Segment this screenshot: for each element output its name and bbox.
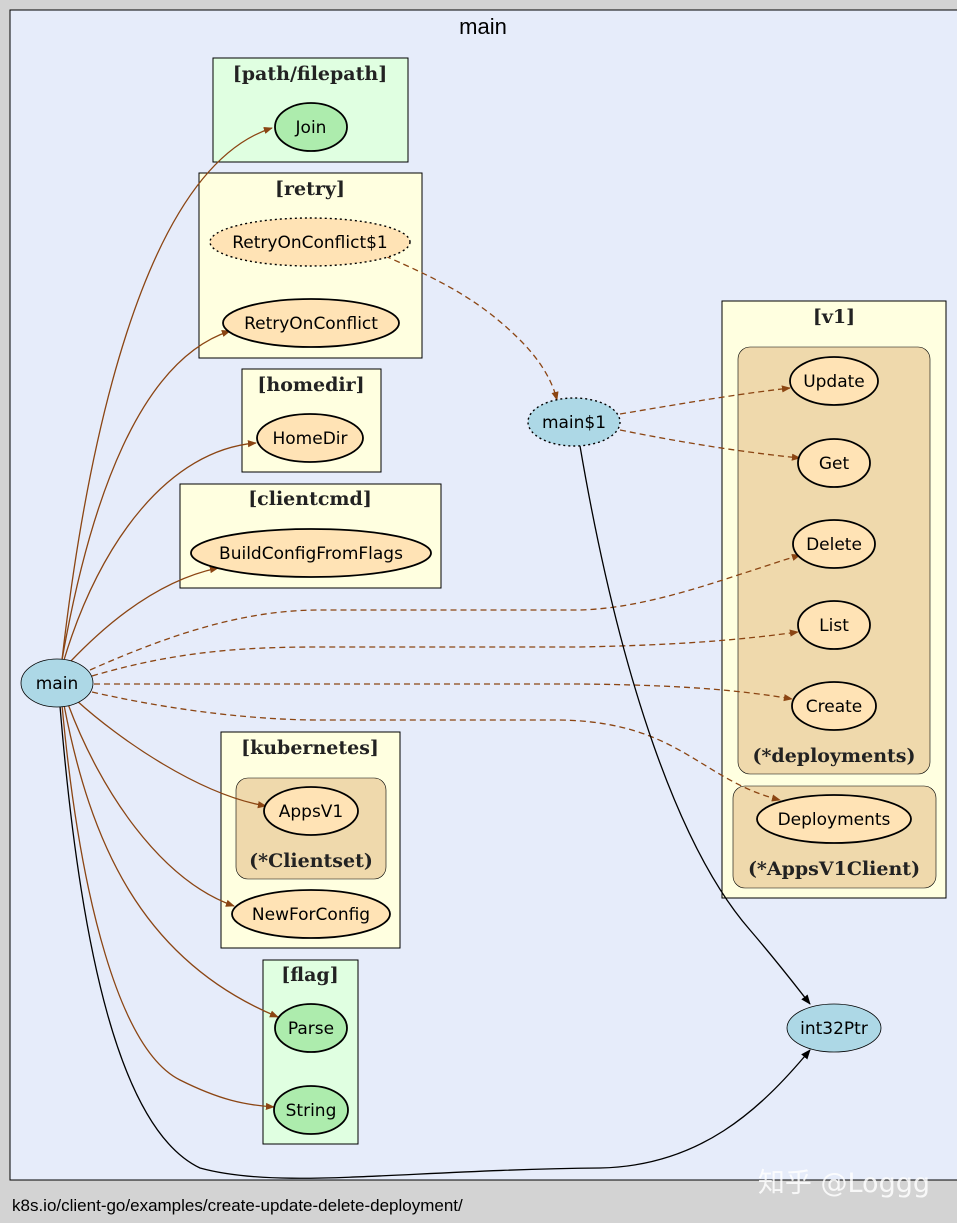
edge-main-create	[94, 683, 793, 702]
edge-main-homedir	[63, 440, 257, 661]
node-label: AppsV1	[279, 802, 344, 822]
node-update[interactable]: Update	[789, 356, 879, 406]
node-parse[interactable]: Parse	[274, 1003, 348, 1053]
edge-main-deployments	[91, 691, 781, 802]
node-appsv1[interactable]: AppsV1	[263, 786, 359, 836]
node-retryonconflict[interactable]: RetryOnConflict	[222, 298, 400, 348]
node-get[interactable]: Get	[797, 438, 871, 488]
node-label: Create	[806, 697, 863, 717]
edge-main-list	[91, 629, 799, 677]
node-label: Delete	[806, 535, 862, 555]
node-label: Deployments	[778, 810, 891, 830]
edge-main-newforconfig	[67, 703, 235, 907]
node-label: main$1	[542, 413, 606, 433]
node-homedir[interactable]: HomeDir	[256, 413, 364, 463]
edge-retry1-main1	[384, 255, 559, 401]
edge-main-parse	[63, 704, 279, 1018]
node-newforconfig[interactable]: NewForConfig	[231, 889, 391, 939]
node-label: HomeDir	[272, 429, 347, 449]
node-label: Update	[803, 372, 865, 392]
cluster-label: [homedir]	[257, 374, 364, 396]
edge-main1-update	[619, 385, 791, 415]
cluster-label: [retry]	[275, 178, 345, 200]
node-label: Join	[295, 118, 327, 138]
node-deployments[interactable]: Deployments	[756, 794, 912, 844]
node-label: NewForConfig	[252, 905, 370, 925]
cluster-label: [kubernetes]	[241, 737, 379, 759]
cluster-label: (*Clientset)	[249, 850, 373, 872]
node-label: Parse	[288, 1019, 334, 1039]
edge-main-int32ptr	[59, 705, 811, 1179]
node-list[interactable]: List	[797, 600, 871, 650]
cluster-label: [clientcmd]	[248, 488, 372, 510]
edge-main1-get	[619, 429, 801, 461]
node-delete[interactable]: Delete	[792, 519, 876, 569]
node-join[interactable]: Join	[274, 102, 348, 152]
node-label: BuildConfigFromFlags	[219, 544, 403, 564]
edge-main-appsv1	[75, 699, 267, 809]
edge-main-retry	[61, 330, 231, 661]
watermark: 知乎 @Loggg	[758, 1168, 930, 1199]
node-label: RetryOnConflict$1	[232, 233, 388, 253]
footer-path: k8s.io/client-go/examples/create-update-…	[12, 1196, 463, 1215]
node-int32ptr[interactable]: int32Ptr	[786, 1003, 882, 1053]
cluster-label: [v1]	[813, 306, 855, 328]
node-retryonconflict-1[interactable]: RetryOnConflict$1	[209, 217, 411, 267]
edge-main-build	[69, 566, 219, 663]
node-buildconfigfromflags[interactable]: BuildConfigFromFlags	[190, 528, 432, 578]
node-create[interactable]: Create	[791, 681, 877, 731]
edge-main-string	[61, 704, 275, 1111]
cluster-label: (*deployments)	[753, 745, 916, 767]
edge-main-join	[61, 127, 273, 661]
cluster-label: [path/filepath]	[233, 63, 387, 85]
edges	[59, 127, 811, 1179]
node-main-1[interactable]: main$1	[527, 397, 621, 447]
node-label: List	[819, 616, 849, 636]
node-label: Get	[819, 454, 850, 474]
node-string[interactable]: String	[273, 1085, 349, 1135]
node-label: String	[286, 1101, 337, 1121]
cluster-label: [flag]	[281, 964, 338, 986]
node-label: RetryOnConflict	[244, 314, 378, 334]
nodes: Join RetryOnConflict$1 RetryOnConflict H…	[20, 102, 912, 1135]
node-label: main	[36, 674, 78, 694]
edge-main1-int32ptr	[579, 445, 811, 1005]
node-label: int32Ptr	[800, 1019, 868, 1039]
diagram-title: main	[459, 14, 507, 39]
node-main[interactable]: main	[20, 658, 94, 708]
cluster-label: (*AppsV1Client)	[748, 858, 920, 880]
